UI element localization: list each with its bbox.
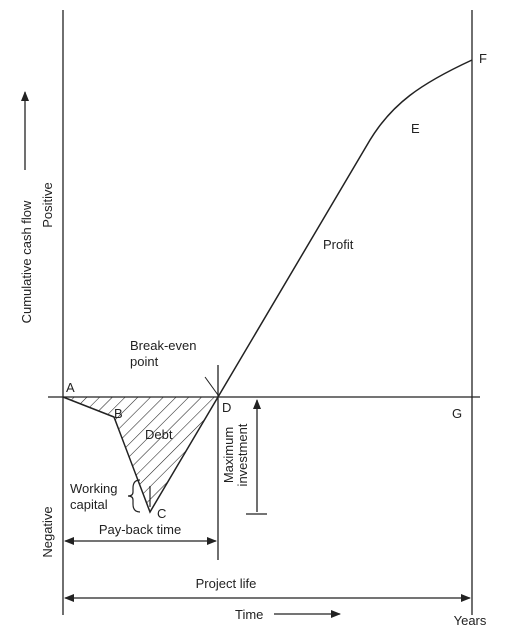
maximum-investment-label-line2: investment (235, 423, 250, 486)
working-capital-brace (127, 479, 141, 513)
point-d-label: D (222, 400, 231, 415)
break-even-label-line2: point (130, 354, 159, 369)
working-capital-label-line1: Working (70, 481, 117, 496)
years-label: Years (454, 613, 487, 628)
break-even-pointer (204, 376, 219, 396)
positive-label: Positive (40, 182, 55, 228)
working-capital-label-line2: capital (70, 497, 108, 512)
debt-region (63, 397, 218, 512)
cash-flow-curve (62, 59, 473, 514)
point-g-label: G (452, 406, 462, 421)
debt-label: Debt (145, 427, 173, 442)
point-c-label: C (157, 506, 166, 521)
payback-time-label: Pay-back time (99, 522, 181, 537)
point-b-label: B (114, 406, 123, 421)
project-life-label: Project life (196, 576, 257, 591)
point-f-label: F (479, 51, 487, 66)
time-label: Time (235, 607, 263, 622)
y-axis-title: Cumulative cash flow (19, 200, 34, 323)
point-e-label: E (411, 121, 420, 136)
maximum-investment-label-line1: Maximum (221, 427, 236, 483)
break-even-label-line1: Break-even (130, 338, 196, 353)
negative-label: Negative (40, 506, 55, 557)
profit-label: Profit (323, 237, 354, 252)
point-a-label: A (66, 380, 75, 395)
